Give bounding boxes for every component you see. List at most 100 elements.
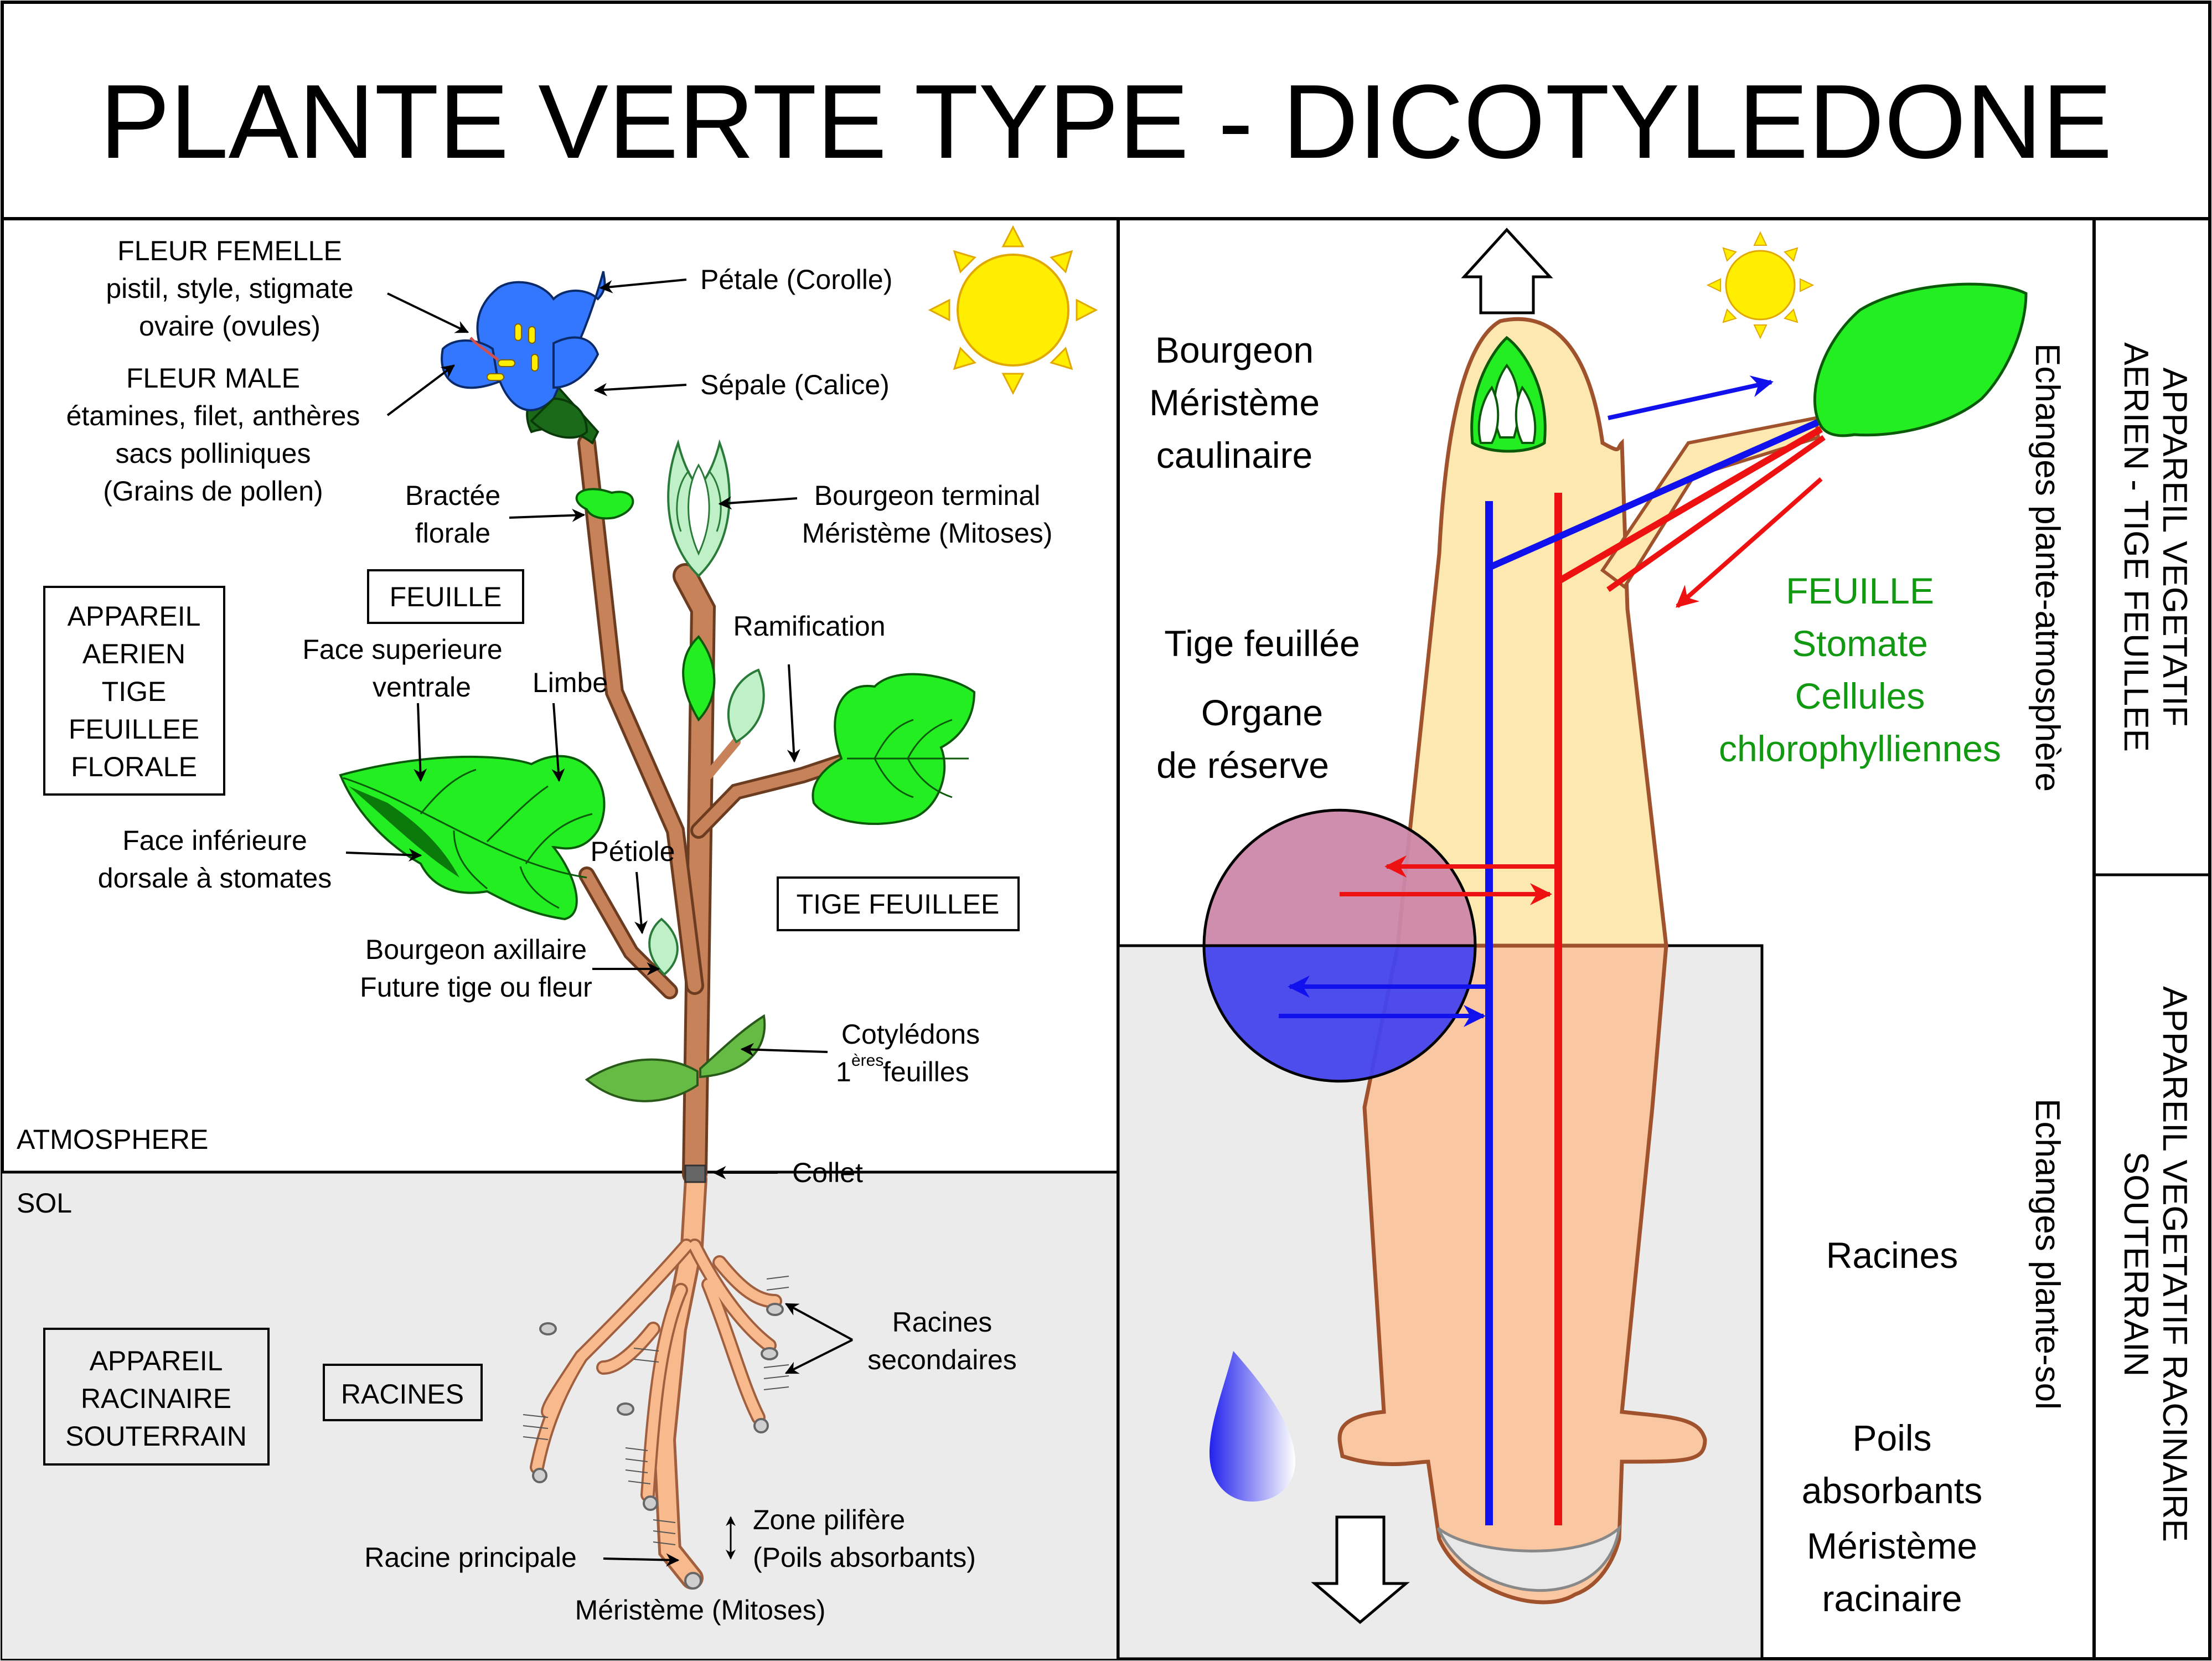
o2-out-arrow	[1676, 477, 1823, 608]
lower-face-label-1: Face inférieure	[122, 825, 307, 856]
appareil-souterrain-label-1: APPAREIL VEGETATIF RACINAIRE	[2156, 986, 2194, 1542]
appareil-aerien-label-2: AERIEN - TIGE FEUILLEE	[2117, 342, 2155, 752]
box-tige-label: TIGE FEUILLEE	[797, 889, 1000, 920]
leaf-limbe-icon	[339, 755, 606, 921]
meristeme-label: Méristème (Mitoses)	[575, 1595, 826, 1626]
box-appareil-aerien: APPAREIL AERIEN TIGE FEUILLEE FLORALE	[43, 586, 225, 796]
flower-male-title: FLEUR MALE	[126, 363, 300, 394]
cotyledons-feuilles: feuilles	[883, 1056, 969, 1087]
box-racinaire-line-2: RACINAIRE	[81, 1383, 231, 1414]
bourgeon-label-3: caulinaire	[1156, 435, 1313, 476]
upper-face-label-1: Face superieure	[302, 634, 502, 665]
leaf-icon	[1813, 282, 2028, 437]
growth-down-arrow-icon	[1311, 1515, 1410, 1624]
root-cap-icon	[1436, 1524, 1621, 1592]
bract-label-1: Bractée	[405, 480, 500, 511]
feuille-label-1: FEUILLE	[1786, 570, 1934, 611]
flower-stalk	[580, 436, 701, 992]
box-aerien-line-1: APPAREIL	[68, 601, 201, 632]
sun-icon	[928, 225, 1098, 395]
soil-zone	[2, 1172, 1118, 1659]
feuille-label-4: chlorophylliennes	[1719, 728, 2001, 769]
water-drop-icon	[1210, 1351, 1295, 1502]
flower-male-sacs: sacs polliniques	[116, 438, 311, 469]
leaf-right-icon	[812, 673, 976, 826]
cotyledons-number: 1	[836, 1056, 851, 1087]
collet-label: Collet	[792, 1157, 863, 1188]
box-feuille: FEUILLE	[367, 569, 524, 624]
petiole-label: Pétiole	[591, 836, 675, 867]
petal-label: Pétale (Corolle)	[700, 264, 892, 295]
xylem-branch	[1487, 417, 1823, 571]
zone-pilifere-label-1: Zone pilifère	[753, 1504, 905, 1535]
appareil-aerien-label-1: APPAREIL VEGETATIF	[2156, 368, 2194, 727]
box-racines: RACINES	[323, 1364, 483, 1421]
tige-label-2: Organe	[1201, 692, 1323, 733]
ramification-label: Ramification	[733, 611, 885, 642]
feuille-label-2: Stomate	[1792, 623, 1928, 664]
plant-stem-body	[1396, 317, 1668, 948]
poils-label-3: Méristème	[1807, 1525, 1977, 1566]
axillary-bud-label-2: Future tige ou fleur	[360, 972, 592, 1003]
sepal-label: Sépale (Calice)	[700, 369, 890, 400]
left-panel: FLEUR FEMELLE pistil, style, stigmate ov…	[2, 219, 1120, 1659]
leaf-small-icon	[682, 635, 716, 722]
box-aerien-line-3: TIGE	[102, 676, 167, 707]
flower-male-parts: étamines, filet, anthères	[66, 400, 360, 431]
poils-label-4: racinaire	[1822, 1578, 1962, 1619]
phloem-branch	[1556, 426, 1823, 585]
box-appareil-racinaire: APPAREIL RACINAIRE SOUTERRAIN	[43, 1328, 270, 1466]
bract-icon	[575, 488, 634, 520]
small-sun-icon	[1706, 231, 1815, 339]
bract-label-2: florale	[415, 518, 490, 549]
terminal-bud-label-1: Bourgeon terminal	[814, 480, 1041, 511]
lower-face-label-2: dorsale à stomates	[98, 863, 332, 894]
poils-label-2: absorbants	[1802, 1470, 1983, 1511]
cotyledons-label: Cotylédons	[841, 1019, 980, 1050]
cotyledon-right-icon	[699, 1014, 766, 1079]
flower-icon	[441, 271, 606, 445]
reserve-organ-icon	[1202, 808, 1477, 1083]
flower-female-ovary: ovaire (ovules)	[139, 311, 321, 342]
appareil-souterrain-label-2: SOUTERRAIN	[2117, 1152, 2155, 1376]
flower-male-pollen: (Grains de pollen)	[103, 476, 323, 507]
cotyledons-superscript: ères	[851, 1051, 883, 1070]
growth-up-arrow-icon	[1461, 228, 1553, 314]
phloem-branch-2	[1606, 435, 1826, 592]
box-feuille-label: FEUILLE	[390, 581, 502, 612]
atmosphere-label: ATMOSPHERE	[17, 1124, 208, 1155]
axillary-bud-icon	[648, 917, 679, 976]
page-title: PLANTE VERTE TYPE - DICOTYLEDONE	[100, 63, 2112, 180]
box-aerien-line-5: FLORALE	[71, 751, 197, 782]
echanges-atmosphere-label: Echanges plante-atmosphère	[2028, 343, 2066, 792]
bud-branch-icon	[727, 668, 765, 744]
bourgeon-label-2: Méristème	[1149, 382, 1320, 423]
bourgeon-label-1: Bourgeon	[1155, 329, 1314, 370]
box-racinaire-line-1: APPAREIL	[90, 1345, 223, 1376]
plant-root-body	[1337, 943, 1707, 1605]
feuille-label-3: Cellules	[1795, 675, 1925, 716]
racines-label: Racines	[1826, 1235, 1958, 1276]
racines-secondaires-label-1: Racines	[892, 1307, 993, 1338]
left-pointer-arrows	[345, 278, 853, 1567]
limbe-label: Limbe	[533, 667, 608, 698]
racines-secondaires-label-2: secondaires	[867, 1344, 1017, 1375]
right-panel: Bourgeon Méristème caulinaire Tige feuil…	[1117, 219, 2210, 1660]
flower-female-parts: pistil, style, stigmate	[106, 273, 353, 304]
co2-in-arrow	[1608, 375, 1774, 420]
axillary-bud-label-1: Bourgeon axillaire	[365, 934, 587, 965]
box-aerien-line-4: FEUILLEE	[69, 714, 199, 745]
box-aerien-line-2: AERIEN	[82, 638, 185, 669]
cotyledon-left-icon	[585, 1058, 699, 1102]
ramification-twig	[704, 737, 741, 780]
meristem-leaflets-icon	[1477, 363, 1537, 444]
poils-label-1: Poils	[1852, 1417, 1931, 1458]
tige-label-1: Tige feuillée	[1164, 623, 1360, 664]
racine-principale-label: Racine principale	[364, 1542, 577, 1573]
tige-label-3: de réserve	[1156, 745, 1329, 786]
terminal-bud-label-2: Méristème (Mitoses)	[802, 518, 1053, 549]
petiole-stem	[581, 869, 675, 997]
flower-female-title: FLEUR FEMELLE	[117, 235, 342, 266]
box-racines-label: RACINES	[341, 1379, 464, 1410]
